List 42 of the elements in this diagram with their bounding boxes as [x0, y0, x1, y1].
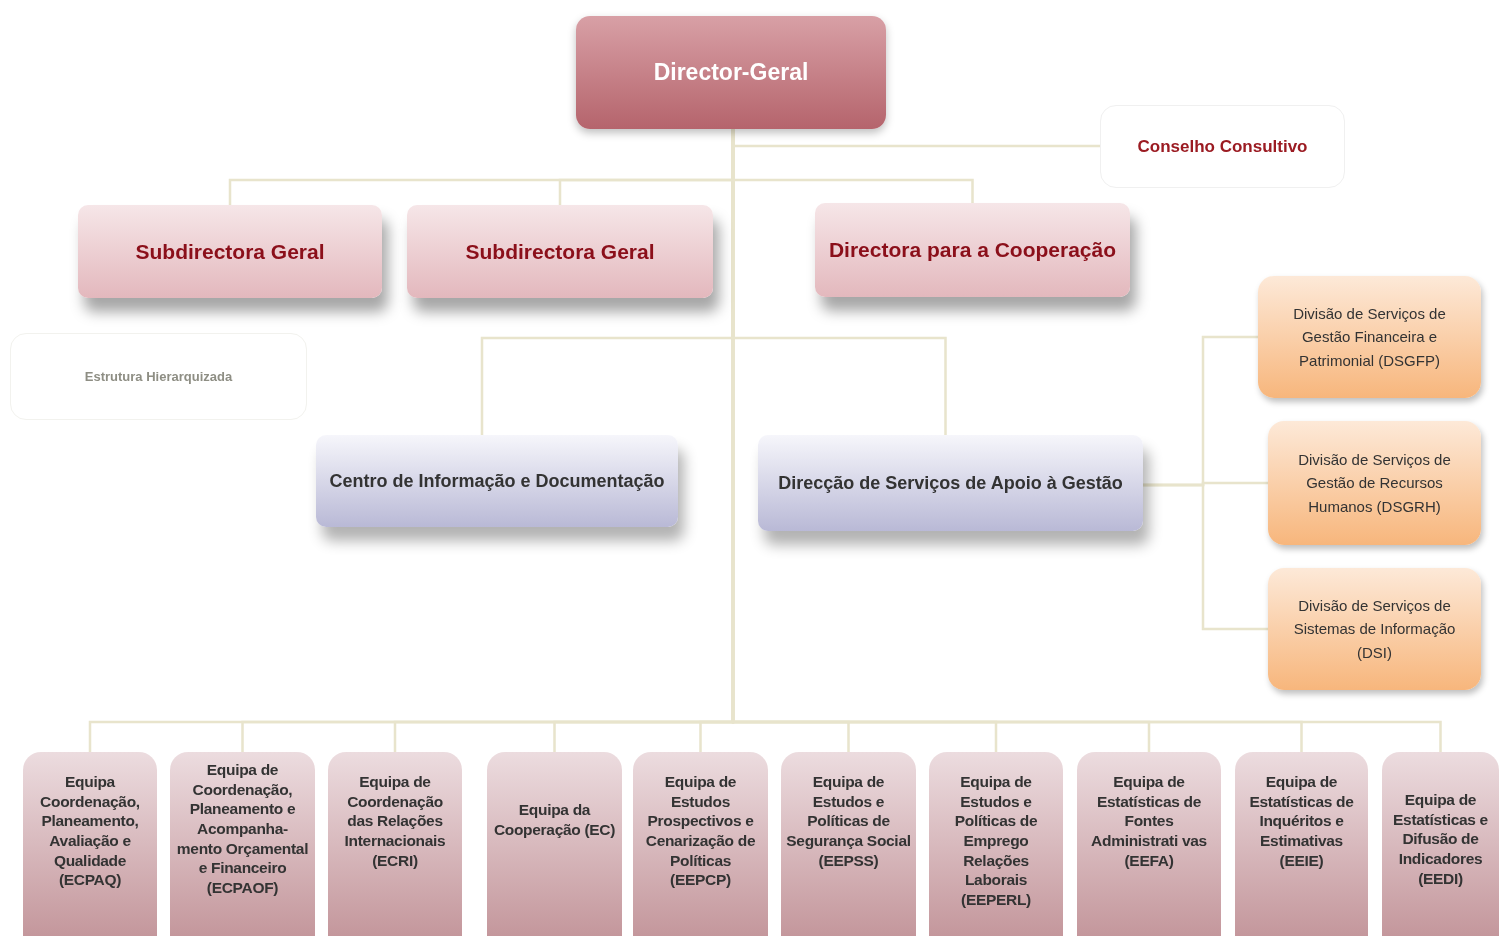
team-box: [328, 752, 462, 936]
team-box: [781, 752, 916, 936]
unit-name: Equipa da Cooperação (EC): [492, 800, 617, 840]
unit-name: Conselho Consultivo: [1137, 136, 1308, 157]
unit-name: Subdirectora Geral: [135, 239, 325, 264]
council-box: [1100, 105, 1345, 188]
unit-name: Equipa de Estatísticas de Fontes Administrati vas (EEFA): [1090, 772, 1208, 871]
team-box: [633, 752, 768, 936]
unit-name: Equipa de Estudos Prospectivos e Cenarização de Políticas (EEPCP): [644, 772, 757, 891]
unit-name: Equipa de Estatísticas de Inquéritos e Estimativas (EEIE): [1248, 772, 1355, 871]
service-box: [316, 435, 678, 527]
unit-name: Equipa de Coordenação, Planeamento e Acompanha- mento Orçamental e Financeiro (ECPAOF): [175, 760, 310, 898]
unit-name: Direcção de Serviços de Apoio à Gestão: [778, 472, 1123, 494]
unit-name: Director-Geral: [653, 59, 809, 86]
unit-name: Equipa de Coordenação das Relações Internacionais (ECRI): [343, 772, 447, 871]
unit-name: Equipa Coordenação, Planeamento, Avaliação e Qualidade (ECPAQ): [39, 772, 141, 891]
team-box: [929, 752, 1063, 936]
unit-name: Divisão de Serviços de Sistemas de Informação (DSI): [1292, 596, 1457, 663]
department-box: [815, 203, 1130, 297]
connector-line: [1143, 483, 1268, 631]
team-box: [487, 752, 622, 936]
team-box: [23, 752, 157, 936]
team-box: [170, 752, 315, 936]
division-box: [1268, 421, 1481, 545]
unit-name: Estrutura Hierarquizada: [84, 369, 233, 384]
team-box: [1077, 752, 1221, 936]
unit-name: Divisão de Serviços de Gestão de Recursos Humanos (DSGRH): [1297, 450, 1452, 517]
department-box: [407, 205, 713, 298]
unit-name: Centro de Informação e Documentação: [329, 470, 665, 492]
unit-name: Equipa de Estatísticas e Difusão de Indicadores (EEDI): [1392, 790, 1489, 889]
team-box: [1235, 752, 1368, 936]
division-box: [1268, 568, 1481, 690]
unit-name: Subdirectora Geral: [465, 239, 655, 264]
service-box: [758, 435, 1143, 531]
unit-name: Divisão de Serviços de Gestão Financeira e Patrimonial (DSGFP): [1292, 304, 1447, 371]
department-box: [78, 205, 382, 298]
team-box: [1382, 752, 1499, 936]
unit-name: Equipa de Estudos e Políticas de Segurança Social (EEPSS): [786, 772, 911, 871]
director-box: [576, 16, 886, 129]
unit-name: Directora para a Cooperação: [828, 238, 1117, 262]
unit-name: Equipa de Estudos e Políticas de Emprego Relações Laborais (EEPERL): [953, 772, 1039, 910]
division-box: [1258, 276, 1481, 398]
